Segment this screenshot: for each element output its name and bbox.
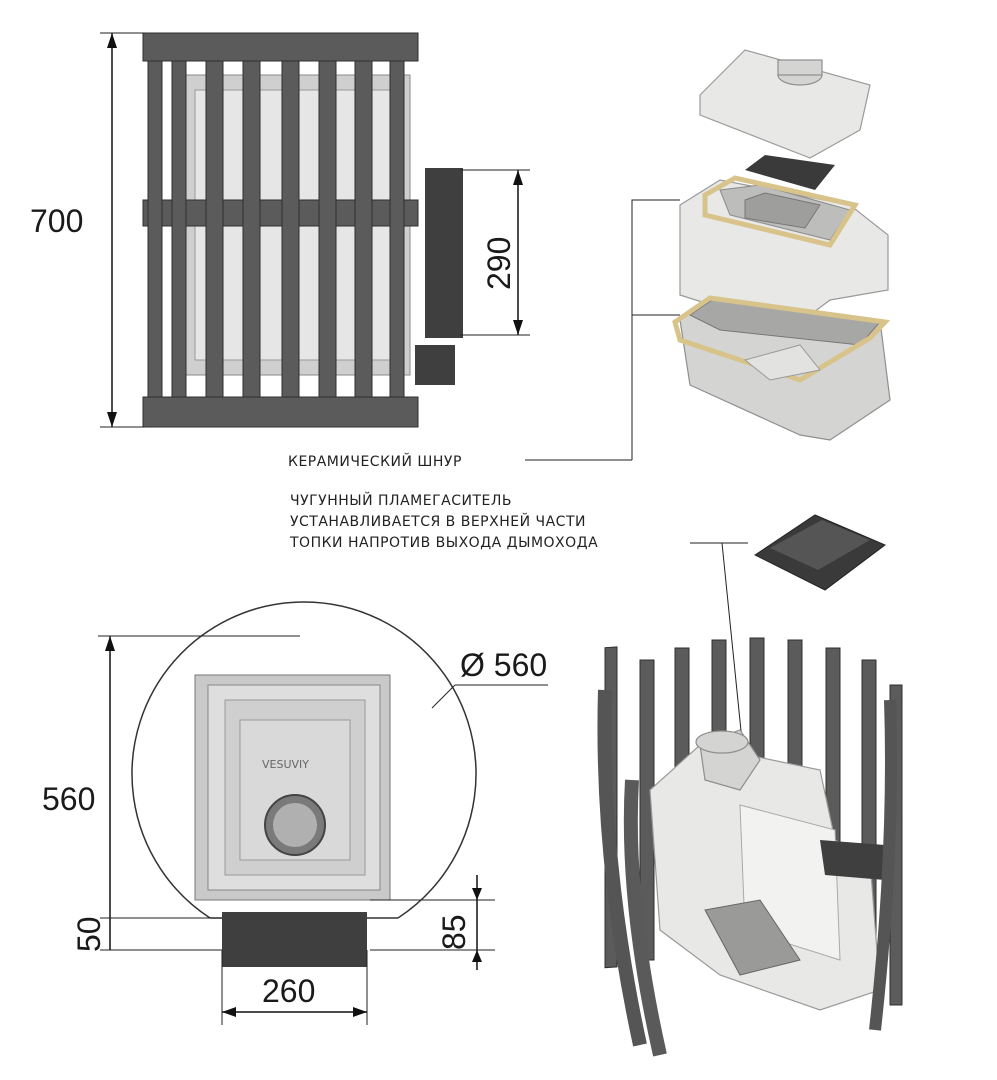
dim-260-label: 260	[262, 973, 315, 1009]
exploded-firebox-view	[525, 49, 891, 461]
dim-560-label: 560	[42, 781, 95, 817]
leader-cord-upper	[631, 199, 680, 460]
dim-50-label: 50	[71, 916, 107, 952]
cutaway-outlet	[820, 840, 885, 880]
flame-arrester-plate-top	[745, 155, 835, 190]
top-view: VESUVIY Ø 560 560 50 85 260	[42, 601, 548, 1025]
door-tunnel	[222, 912, 367, 967]
dim-diameter-label: Ø 560	[460, 647, 547, 683]
grate	[704, 899, 801, 976]
chimney-outlet-block	[425, 168, 463, 338]
enclosure-circle	[131, 601, 477, 919]
front-bar-left-2	[623, 779, 667, 1057]
flame-arrester-label-line3: ТОПКИ НАПРОТИВ ВЫХОДА ДЫМОХОДА	[289, 535, 598, 551]
dim-290-label: 290	[481, 237, 517, 290]
cutaway-flue	[695, 730, 749, 754]
vertical-bars	[147, 60, 405, 398]
dim-700-label: 700	[30, 203, 83, 239]
cutaway-isometric-view	[597, 637, 903, 1057]
top-ring	[142, 32, 419, 62]
front-elevation-view: 700 290	[30, 32, 530, 428]
flame-arrester-label-line1: ЧУГУННЫЙ ПЛАМЕГАСИТЕЛЬ	[290, 491, 512, 509]
firebox-top-cover	[699, 49, 871, 159]
ceramic-cord-label: КЕРАМИЧЕСКИЙ ШНУР	[288, 452, 462, 470]
front-bar-right	[869, 699, 897, 1031]
ceramic-cord-upper	[702, 175, 859, 248]
flame-arrester-plate	[754, 514, 886, 591]
brand-mark: VESUVIY	[262, 758, 309, 771]
bottom-ring	[142, 396, 419, 428]
ceramic-cord-lower	[672, 295, 891, 383]
flame-arrester-label-line2: УСТАНАВЛИВАЕТСЯ В ВЕРХНЕЙ ЧАСТИ	[290, 512, 586, 530]
front-bar-left-1	[597, 689, 647, 1047]
door-frame-side	[415, 345, 455, 385]
dim-85-label: 85	[436, 914, 472, 950]
